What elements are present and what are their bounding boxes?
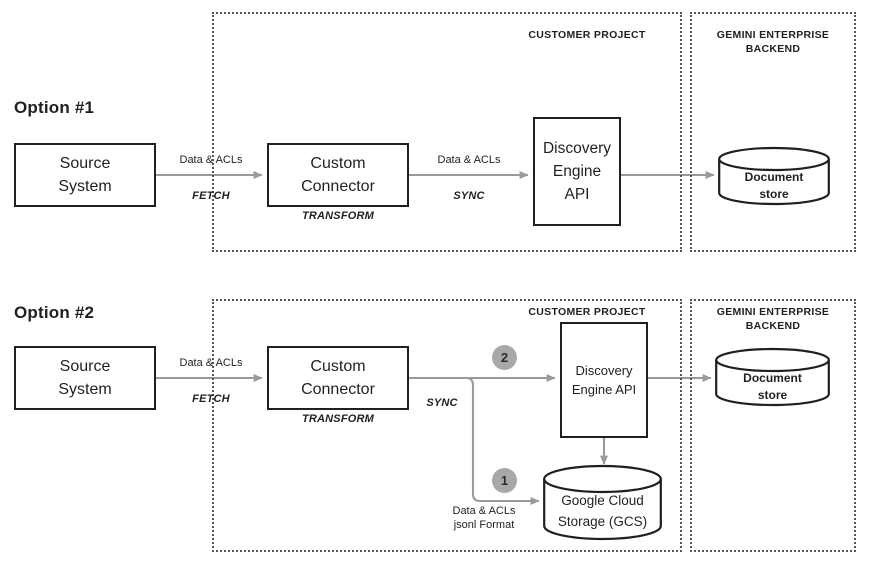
option1-custom-connector-node[interactable]: Custom Connector — [267, 143, 409, 207]
option2-heading: Option #2 — [14, 303, 95, 322]
option2-gcs-edge-label: Data & ACLs jsonl Format — [452, 505, 516, 531]
option2-discovery-engine-label: Discovery Engine API — [571, 363, 637, 397]
option2-fetch-verb: FETCH — [192, 393, 230, 405]
option2-fetch-edge-label: Data & ACLs — [179, 357, 243, 369]
option1-source-system-node[interactable]: Source System — [14, 143, 156, 207]
option1-fetch-verb: FETCH — [192, 190, 230, 202]
option1-gemini-backend-title: GEMINI ENTERPRISE BACKEND — [716, 29, 830, 55]
option1-fetch-edge-label: Data & ACLs — [179, 154, 243, 166]
option2-custom-connector-label: Custom Connector — [301, 358, 375, 398]
option1-custom-connector-label: Custom Connector — [301, 155, 375, 195]
option1-discovery-engine-node[interactable]: Discovery Engine API — [533, 117, 621, 226]
option1-sync-edge-label: Data & ACLs — [437, 154, 501, 166]
option2-step-badge-1: 1 — [492, 468, 517, 493]
option2-discovery-engine-node[interactable]: Discovery Engine API — [560, 322, 648, 438]
option2-gemini-backend-group — [690, 299, 856, 552]
option1-document-store-cylinder[interactable]: Document store — [718, 146, 830, 206]
option2-custom-connector-node[interactable]: Custom Connector — [267, 346, 409, 410]
option2-source-system-label: Source System — [58, 358, 112, 398]
option2-gcs-cylinder[interactable]: Google Cloud Storage (GCS) — [543, 464, 662, 541]
option2-transform-verb: TRANSFORM — [301, 413, 375, 425]
option1-gemini-backend-group — [690, 12, 856, 252]
option2-customer-project-group — [212, 299, 682, 552]
option2-source-system-node[interactable]: Source System — [14, 346, 156, 410]
option1-customer-project-title: CUSTOMER PROJECT — [528, 29, 646, 41]
option2-customer-project-title: CUSTOMER PROJECT — [528, 306, 646, 318]
option2-gemini-backend-title: GEMINI ENTERPRISE BACKEND — [716, 306, 830, 332]
option1-source-system-label: Source System — [58, 155, 112, 195]
option1-heading: Option #1 — [14, 98, 95, 117]
option2-step-badge-2: 2 — [492, 345, 517, 370]
option1-sync-verb: SYNC — [453, 190, 485, 202]
option2-sync-verb: SYNC — [426, 397, 458, 409]
option1-transform-verb: TRANSFORM — [301, 210, 375, 222]
option1-discovery-engine-label: Discovery Engine API — [542, 140, 612, 203]
option2-document-store-cylinder[interactable]: Document store — [715, 347, 830, 407]
option1-customer-project-group — [212, 12, 682, 252]
